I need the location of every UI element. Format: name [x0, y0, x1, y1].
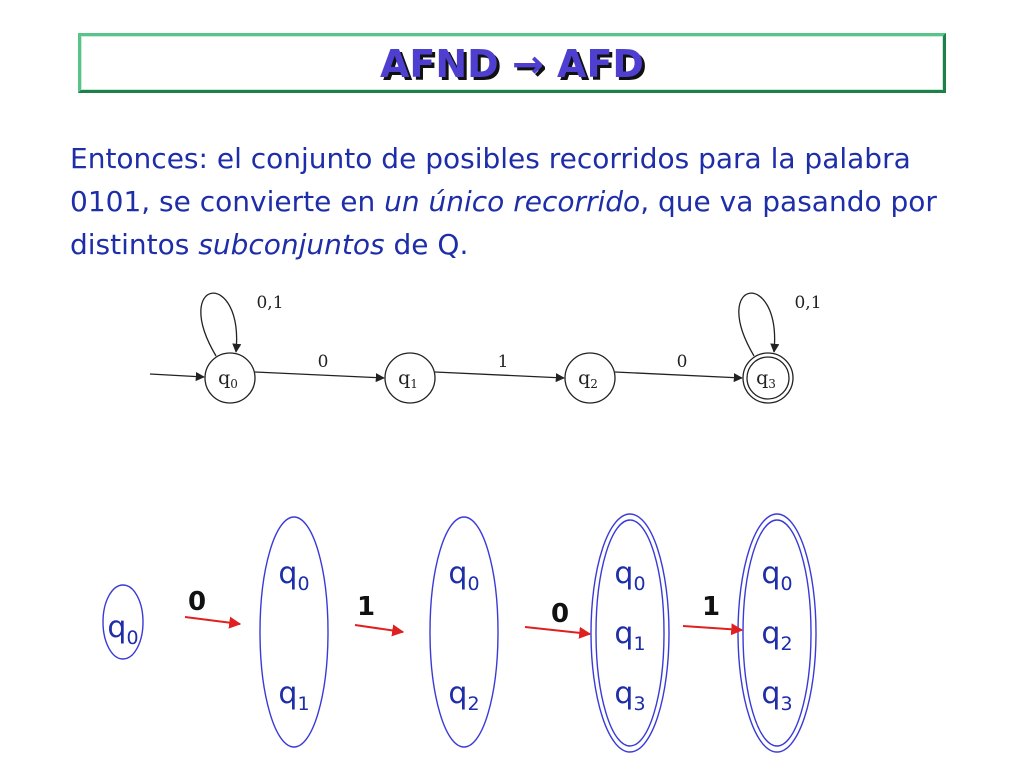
step-arrow-1	[354, 624, 405, 637]
step-arrow-label-0: 0	[188, 587, 206, 617]
slide-title: AFND → AFD	[81, 40, 943, 88]
step-arrow-label-3: 1	[702, 592, 720, 622]
transition-arrow-q2-q3	[614, 371, 743, 383]
description-text: Entonces: el conjunto de posibles recorr…	[70, 137, 970, 266]
step-arrow-label-2: 0	[551, 599, 569, 629]
step-arrow-label-1: 1	[357, 592, 375, 622]
initial-arrow	[149, 372, 205, 382]
subset-0-state-q0: q0	[107, 610, 138, 649]
subset-1-state-q0: q0	[278, 556, 309, 595]
step-arrow-2	[524, 626, 592, 639]
subset-2-state-q2: q2	[448, 676, 479, 715]
title-right: AFD	[557, 42, 644, 86]
transition-arrow-q1-q2	[434, 371, 565, 383]
desc-part-2: , que va pasando por distintos	[70, 185, 937, 261]
state-q0-circle	[204, 352, 256, 404]
state-q2-label: q2	[578, 367, 598, 391]
title-box: AFND → AFD	[78, 33, 946, 93]
state-q3-label: q3	[756, 367, 776, 391]
subset-4-state-q3: q3	[761, 676, 792, 715]
transition-label-q0-q1: 0	[318, 352, 329, 372]
subset-2-state-q0: q0	[448, 556, 479, 595]
state-q0-label: q0	[218, 367, 238, 391]
state-q3-final-ring	[746, 356, 790, 400]
state-q1-circle	[384, 352, 436, 404]
subset-1-ellipse	[259, 516, 329, 748]
state-q1-label: q1	[398, 367, 418, 391]
desc-emphasis-2: subconjuntos	[198, 228, 385, 261]
title-left: AFND	[380, 42, 499, 86]
subset-3-ellipse	[595, 519, 665, 747]
subset-3-state-q3: q3	[614, 676, 645, 715]
title-arrow: →	[511, 42, 544, 86]
self-loop-label-q3: 0,1	[794, 293, 821, 313]
nfa-automaton: q0 q1 q2 q3 0 1 0 0,1 0,1	[149, 292, 822, 404]
self-loop-label-q0: 0,1	[256, 293, 283, 313]
subset-4-state-q0: q0	[761, 556, 792, 595]
subset-4-state-q2: q2	[761, 616, 792, 655]
self-loop-q3	[738, 292, 780, 357]
state-q3-circle	[742, 352, 794, 404]
subset-1-state-q1: q1	[278, 676, 309, 715]
step-arrow-3	[682, 623, 744, 636]
self-loop-q0	[200, 292, 242, 357]
transition-label-q2-q3: 0	[677, 352, 688, 372]
desc-part-1: Entonces: el conjunto de posibles recorr…	[70, 142, 911, 218]
step-arrow-0	[184, 616, 242, 629]
subset-2-ellipse	[429, 516, 499, 748]
subset-3-state-q0: q0	[614, 556, 645, 595]
desc-emphasis-1: un único recorrido	[384, 185, 641, 218]
transition-arrow-q0-q1	[254, 371, 385, 383]
transition-label-q1-q2: 1	[498, 352, 509, 372]
desc-part-3: de Q.	[384, 228, 469, 261]
subset-3-state-q1: q1	[614, 616, 645, 655]
subset-run: q0 q0 q1 q0 q2 q0 q1 q3 q0 q2 q3 0 1 0 1	[102, 513, 817, 753]
subset-0-ellipse	[102, 584, 144, 660]
state-q2-circle	[564, 352, 616, 404]
